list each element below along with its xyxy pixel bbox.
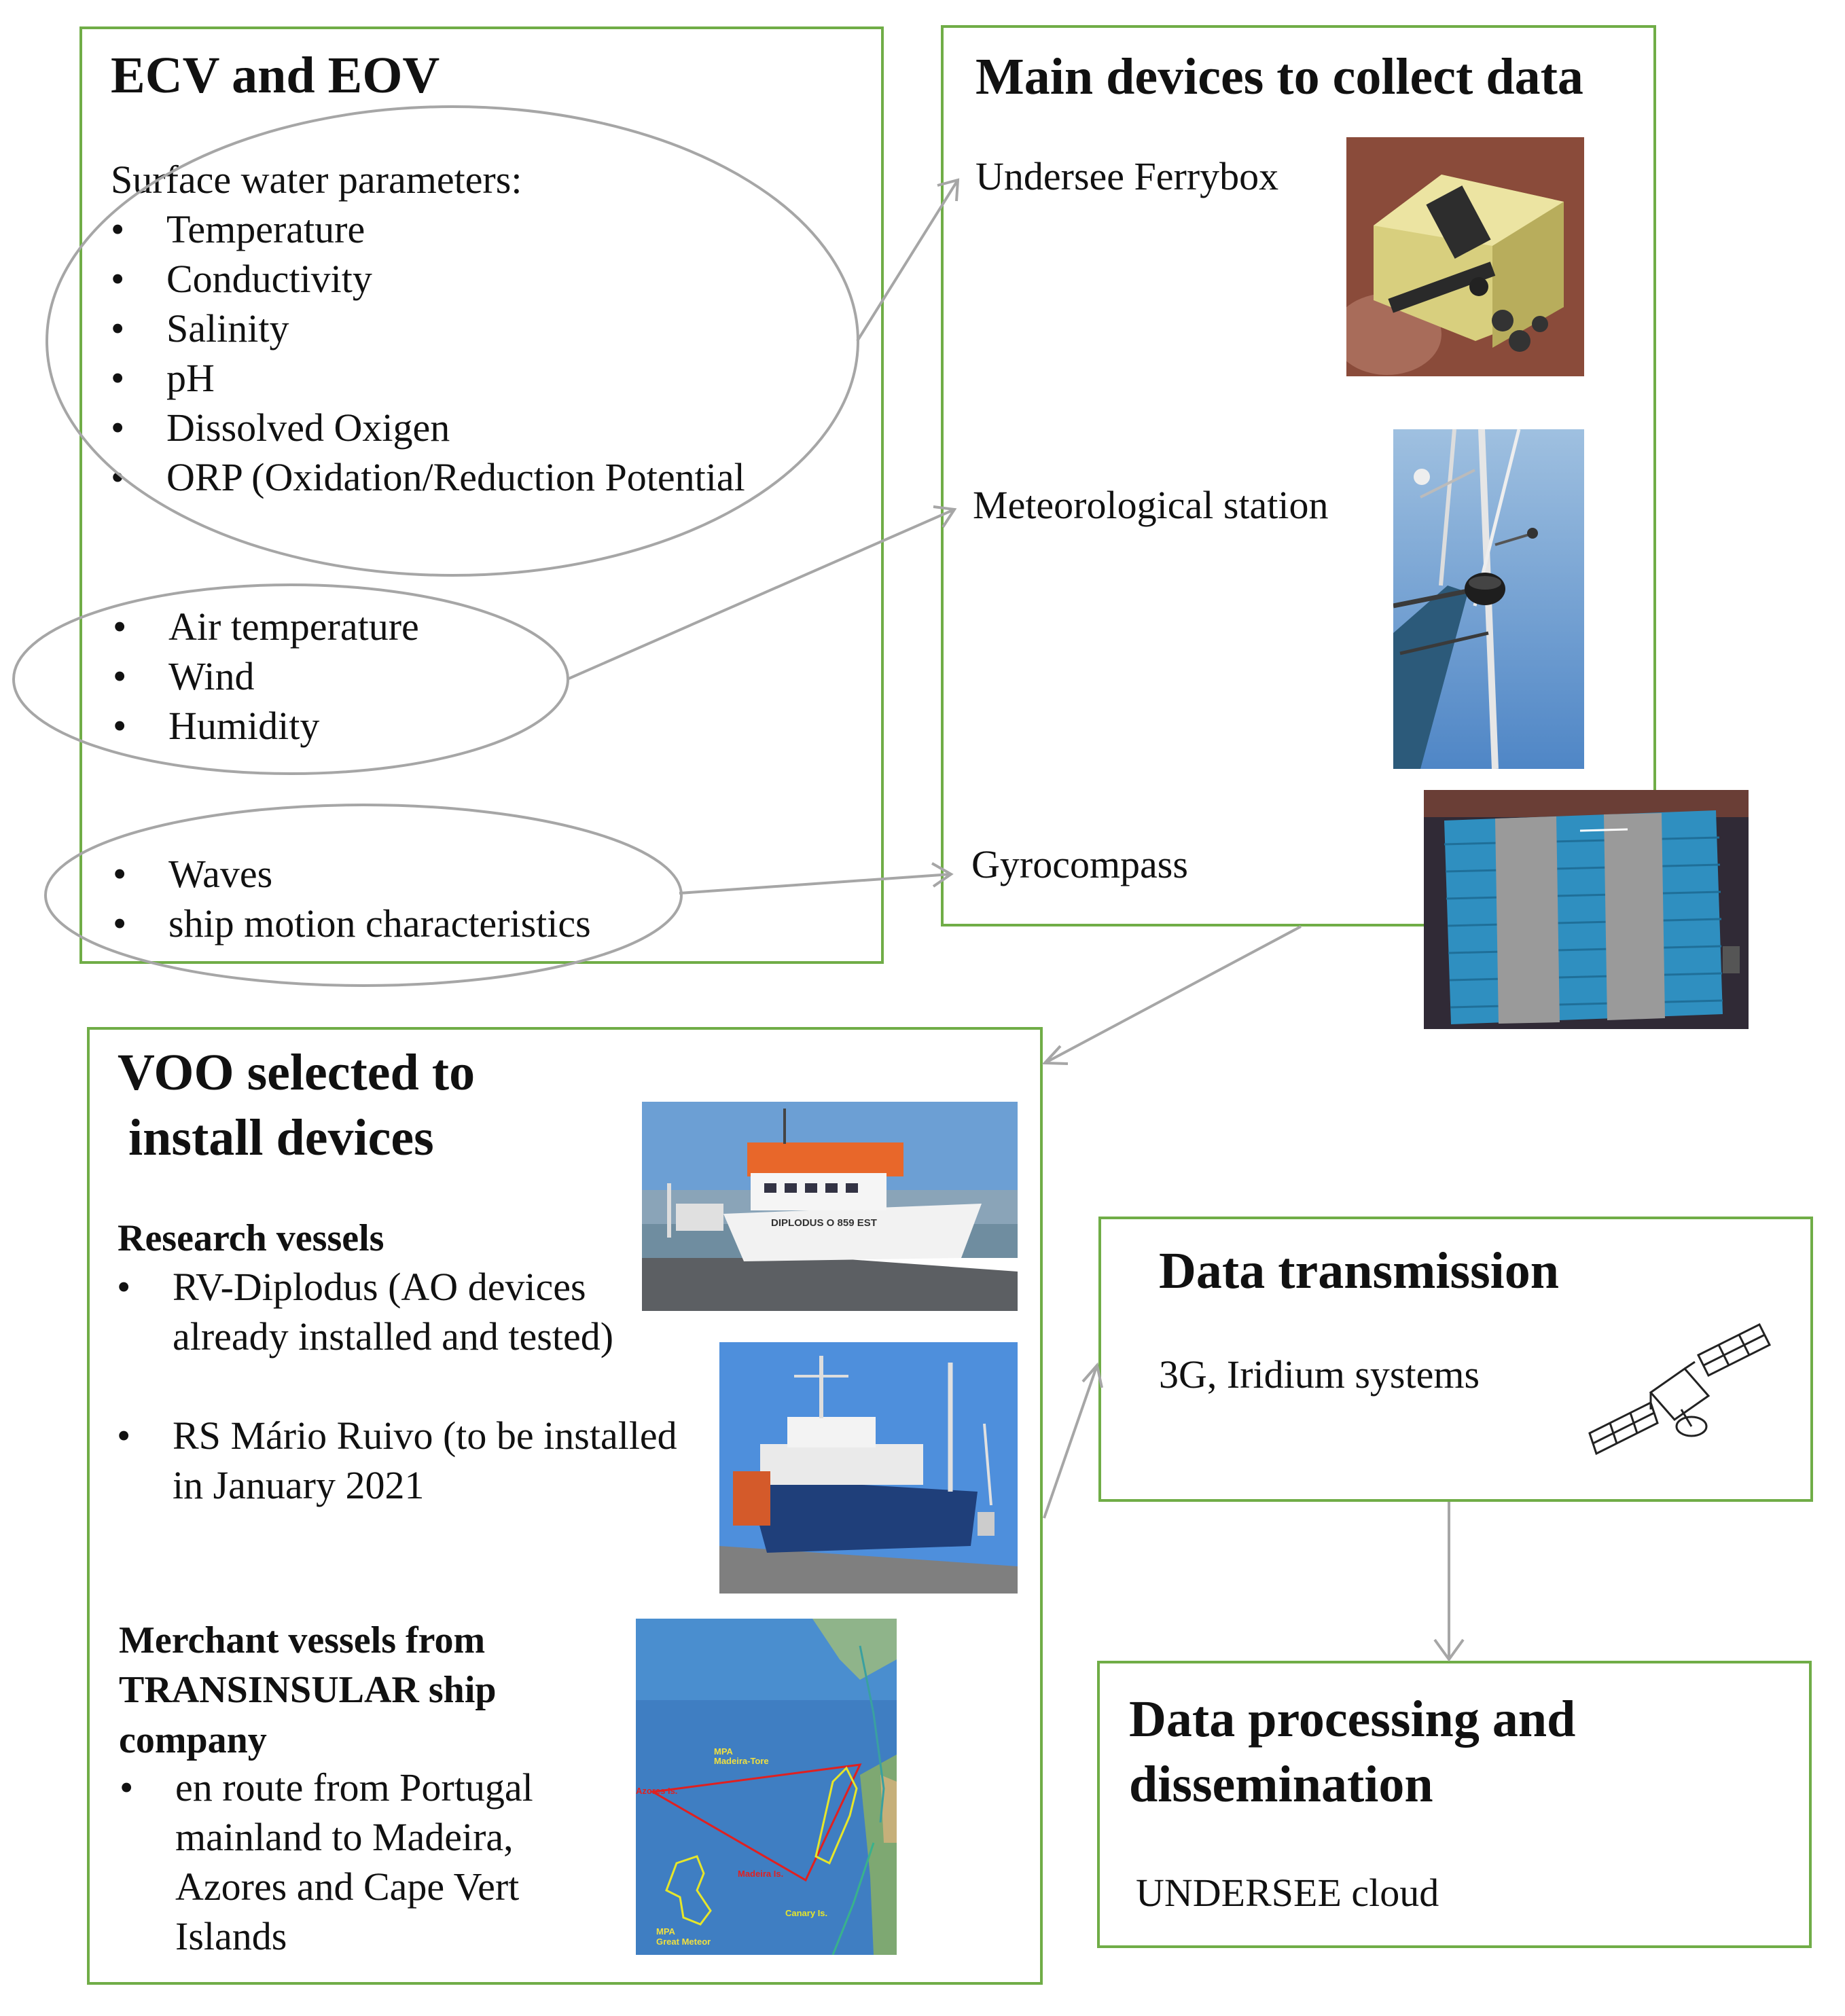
route-map: MPA Madeira-Tore Azores Is. Madeira Is. …: [636, 1619, 897, 1955]
list-item-continuation: Islands: [175, 1914, 287, 1958]
list-item-text: RS Mário Ruivo (to be installed: [173, 1414, 677, 1458]
gyrocompass-icon: [1424, 790, 1749, 1029]
weather-station-icon: [1393, 429, 1584, 769]
air-parameters-ellipse: [12, 583, 569, 775]
diplodus-photo: DIPLODUS O 859 EST: [642, 1102, 1018, 1311]
list-item: en route from Portugal: [120, 1763, 533, 1812]
arrow-to-ferrybox: [856, 179, 959, 342]
ferrybox-icon: [1346, 137, 1584, 376]
voo-box: [87, 1027, 1043, 1985]
list-item: Conductivity: [111, 254, 745, 304]
arrow-head: [1081, 1362, 1103, 1388]
voo-title-line2: install devices: [128, 1109, 434, 1166]
data-processing-box: [1097, 1661, 1812, 1948]
list-item-continuation: mainland to Madeira,: [175, 1815, 514, 1859]
research-vessels-heading: Research vessels: [118, 1217, 384, 1259]
ecv-eov-box: [79, 26, 884, 964]
arrow-to-voo: [1044, 925, 1302, 1064]
merchant-vessels-heading-line1: Merchant vessels from: [119, 1619, 486, 1661]
map-label-mpa: MPA: [714, 1746, 734, 1757]
list-item: Wind: [113, 651, 419, 701]
device-label-ferrybox: Undersee Ferrybox: [975, 154, 1279, 198]
list-item: RS Mário Ruivo (to be installed: [117, 1411, 677, 1460]
list-item: Air temperature: [113, 602, 419, 651]
ferrybox-photo: [1346, 137, 1584, 376]
merchant-route-list: en route from Portugal mainland to Madei…: [120, 1763, 533, 1961]
list-item: ship motion characteristics: [113, 899, 591, 948]
data-transmission-box: [1098, 1217, 1813, 1502]
weather-station-photo: [1393, 429, 1584, 769]
surface-parameters-ellipse: [46, 105, 859, 577]
data-transmission-title: Data transmission: [1159, 1242, 1560, 1299]
motion-parameters-ellipse: [44, 804, 683, 987]
list-item-continuation: in January 2021: [173, 1460, 677, 1510]
route-map-icon: MPA Madeira-Tore Azores Is. Madeira Is. …: [636, 1619, 897, 1955]
mario-ruivo-photo: [719, 1342, 1018, 1594]
ecv-eov-title: ECV and EOV: [111, 47, 440, 104]
data-processing-title-line1: Data processing and: [1129, 1691, 1576, 1748]
arrow-head: [937, 178, 960, 202]
list-item-text: in January 2021: [173, 1463, 425, 1507]
surface-water-heading: Surface water parameters:: [111, 158, 522, 202]
list-item-continuation: Azores and Cape Vert: [175, 1865, 520, 1909]
arrow-to-meteo-station: [567, 508, 955, 681]
map-label-madeira: Madeira Is.: [738, 1869, 783, 1879]
map-label-great-meteor: Great Meteor: [656, 1937, 711, 1947]
list-item: pH: [111, 353, 745, 403]
diplodus-icon: DIPLODUS O 859 EST: [642, 1102, 1018, 1311]
arrow-to-transmission: [1043, 1365, 1098, 1519]
mario-ruivo-icon: [719, 1342, 1018, 1594]
arrow-head: [1041, 1045, 1069, 1065]
merchant-vessels-heading-line2: TRANSINSULAR ship: [119, 1669, 497, 1711]
list-item: Temperature: [111, 204, 745, 254]
air-parameter-list: Air temperature Wind Humidity: [113, 602, 419, 751]
list-item: Waves: [113, 849, 591, 899]
list-item: Salinity: [111, 304, 745, 353]
device-label-gyrocompass: Gyrocompass: [971, 842, 1188, 886]
diplodus-hull-label: DIPLODUS O 859 EST: [771, 1217, 877, 1229]
transmission-methods: 3G, Iridium systems: [1159, 1352, 1480, 1397]
map-label-mpa-great: MPA: [656, 1926, 676, 1937]
motion-parameter-list: Waves ship motion characteristics: [113, 849, 591, 948]
arrow-head: [1433, 1638, 1465, 1662]
map-label-azores: Azores Is.: [636, 1786, 677, 1796]
list-item-text: already installed and tested): [173, 1314, 614, 1358]
map-label-canary: Canary Is.: [785, 1908, 827, 1918]
arrow-head: [933, 505, 957, 528]
main-devices-title: Main devices to collect data: [975, 48, 1583, 105]
data-processing-title-line2: dissemination: [1129, 1756, 1433, 1813]
arrow-head: [931, 862, 954, 888]
satellite-icon: [1583, 1308, 1780, 1471]
list-item-continuation: already installed and tested): [173, 1312, 677, 1411]
merchant-vessels-heading-line3: company: [119, 1719, 267, 1761]
gyrocompass-photo: [1424, 790, 1749, 1029]
list-item: Humidity: [113, 701, 419, 751]
processing-destination: UNDERSEE cloud: [1136, 1871, 1439, 1915]
main-devices-box: [941, 25, 1656, 926]
device-label-meteo-station: Meteorological station: [973, 483, 1329, 527]
list-item: Dissolved Oxigen: [111, 403, 745, 452]
arrow-to-gyrocompass: [679, 873, 952, 895]
list-item-text: RV-Diplodus (AO devices: [173, 1265, 586, 1309]
research-vessel-list: RV-Diplodus (AO devices already installe…: [117, 1262, 677, 1510]
voo-title-line1: VOO selected to: [118, 1044, 476, 1101]
map-label-madeira-tore: Madeira-Tore: [714, 1756, 769, 1766]
list-item: RV-Diplodus (AO devices: [117, 1262, 677, 1312]
list-item: ORP (Oxidation/Reduction Potential: [111, 452, 745, 502]
surface-parameter-list: Temperature Conductivity Salinity pH Dis…: [111, 204, 745, 502]
